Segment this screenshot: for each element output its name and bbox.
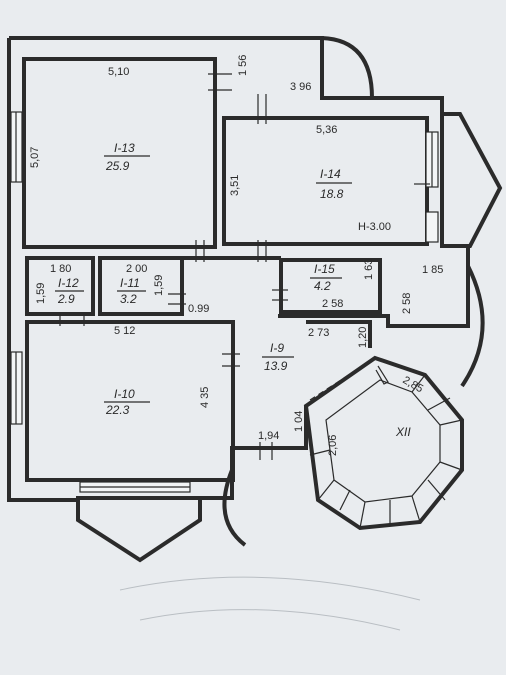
window [425,211,439,243]
dim-r15-depth: 1 63 [363,259,375,280]
dim-r14-depth: 3,51 [229,175,241,196]
dim-r11-depth: 1,59 [153,275,165,296]
faint-mark [119,576,421,601]
dim-hall-width: 2 73 [308,327,329,339]
dim-r13-depth: 5,07 [29,147,41,168]
dim-hall-short: 0.99 [188,303,209,315]
room-area-i9: 13.9 [264,359,288,373]
bay-curve-right [460,265,485,388]
stair-treads [309,374,463,529]
room-area-i12: 2.9 [57,292,75,306]
dim-r12-width: 1 80 [50,263,71,275]
room-wall-i15 [279,258,382,314]
dim-right-depth: 2 58 [401,293,413,314]
dim-r10-width: 5 12 [114,325,135,337]
dim-r12-depth: 1,59 [35,283,47,304]
room-label-i10: I-10 [114,387,135,401]
dim-r10-depth: 4 35 [199,387,211,408]
room-area-i10: 22.3 [105,403,130,417]
room-area-i14: 18.8 [320,187,344,201]
bay-curve-bottom [222,469,247,547]
dim-r11-width: 2 00 [126,263,147,275]
dim-door-gap: 1 56 [237,55,249,76]
dim-top-right: 3 96 [290,81,311,93]
dim-r13-width: 5,10 [108,66,129,78]
faint-mark [139,609,401,631]
dim-stair-a: 2,06 [327,435,339,456]
dim-right-width: 1 85 [422,264,443,276]
height-note: H-3.00 [358,221,391,233]
stair-arrow [375,365,389,385]
dim-hall-bottom-w: 1,94 [258,430,279,442]
room-label-i9: I-9 [270,341,284,355]
room-label-i11: I-11 [120,276,140,290]
room-area-i11: 3.2 [120,292,137,306]
room-area-i13: 25.9 [105,159,130,173]
right-bay [442,112,503,248]
room-area-i15: 4.2 [314,279,331,293]
dim-hall-bottom-d: 1 04 [293,411,305,432]
bay-curve-top [321,36,374,99]
hall-wall [182,256,372,448]
room-label-i13: I-13 [114,141,135,155]
room-label-i12: I-12 [58,276,79,290]
dim-r15-width: 2 58 [322,298,343,310]
stair-label: XII [395,425,411,439]
door-marks [59,73,430,460]
stair-dashed-line [309,359,373,401]
room-label-i14: I-14 [320,167,341,181]
dim-r14-width: 5,36 [316,124,337,136]
room-wall-i13 [22,57,217,249]
bottom-bay [76,500,202,563]
room-label-i15: I-15 [314,262,335,276]
room-wall-i11 [98,256,184,316]
dim-hall-side: 1,20 [357,327,369,348]
